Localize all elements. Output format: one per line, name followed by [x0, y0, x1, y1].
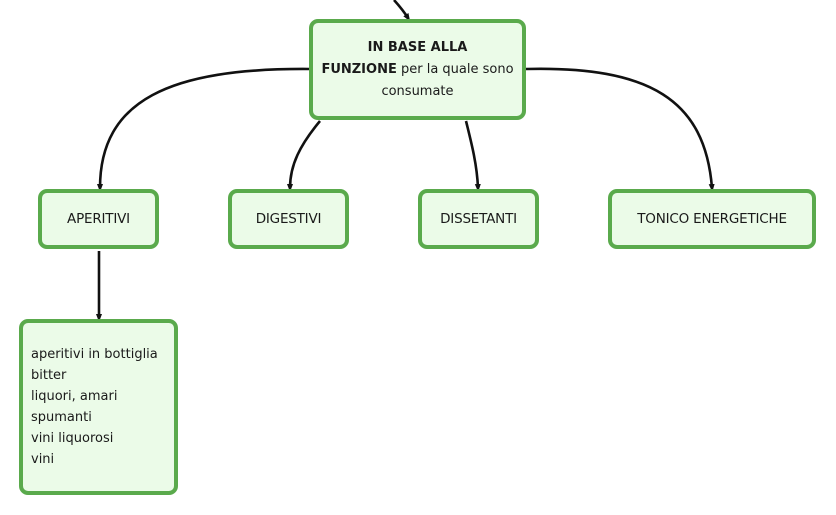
- node-dissetanti[interactable]: DISSETANTI: [418, 189, 539, 249]
- root-node[interactable]: IN BASE ALLA FUNZIONE per la quale sono …: [309, 19, 526, 120]
- node-digestivi[interactable]: DIGESTIVI: [228, 189, 349, 249]
- node-digestivi-label: DIGESTIVI: [255, 211, 322, 227]
- list-item: spumanti: [31, 410, 92, 425]
- list-item: aperitivi in bottiglia: [31, 347, 158, 362]
- connector-root-aperitivi: [97, 67, 310, 192]
- aperitivi-list: aperitivi in bottiglia bitter liquori, a…: [31, 344, 158, 470]
- node-aperitivi-label: APERITIVI: [67, 211, 130, 227]
- list-item: vini: [31, 452, 55, 467]
- root-node-text: IN BASE ALLA FUNZIONE per la quale sono …: [321, 37, 513, 103]
- root-line2-bold: FUNZIONE: [321, 61, 397, 77]
- list-item: liquori, amari: [31, 389, 118, 404]
- node-aperitivi-list[interactable]: aperitivi in bottiglia bitter liquori, a…: [19, 319, 178, 495]
- list-item: vini liquorosi: [31, 431, 114, 446]
- node-dissetanti-label: DISSETANTI: [440, 211, 517, 227]
- connector-root-dissetanti: [464, 120, 481, 192]
- root-line1: IN BASE ALLA: [367, 39, 468, 55]
- connector-incoming: [393, 0, 411, 22]
- list-item: bitter: [31, 368, 67, 383]
- node-aperitivi[interactable]: APERITIVI: [38, 189, 159, 249]
- connector-root-digestivi: [287, 120, 321, 192]
- connector-root-tonico: [525, 67, 715, 192]
- node-tonico-energetiche[interactable]: TONICO ENERGETICHE: [608, 189, 816, 249]
- node-tonico-energetiche-label: TONICO ENERGETICHE: [637, 211, 787, 227]
- root-line3: consumate: [381, 83, 454, 99]
- root-line2-rest: per la quale sono: [396, 61, 514, 77]
